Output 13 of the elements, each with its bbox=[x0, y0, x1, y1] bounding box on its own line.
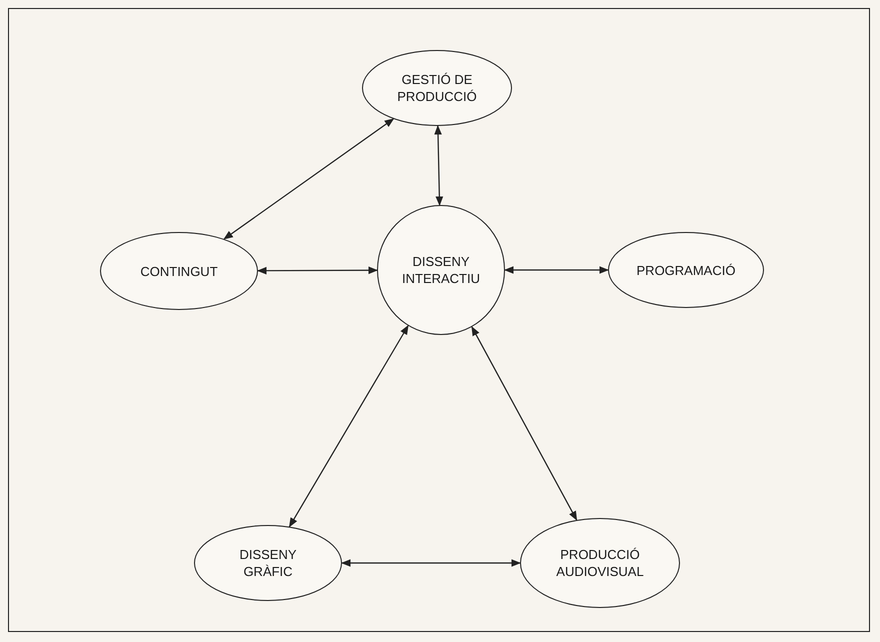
double-arrow bbox=[471, 326, 578, 521]
double-arrow bbox=[257, 266, 378, 274]
double-arrow bbox=[434, 125, 444, 206]
node-label: GESTIÓ DE PRODUCCIÓ bbox=[396, 71, 478, 105]
double-arrow bbox=[223, 118, 394, 240]
node-label: CONTINGUT bbox=[139, 262, 219, 280]
double-arrow bbox=[504, 266, 609, 274]
node-label: PRODUCCIÓ AUDIOVISUAL bbox=[555, 546, 645, 580]
node-label: DISSENY INTERACTIU bbox=[401, 253, 481, 287]
node-label: DISSENY GRÀFIC bbox=[238, 546, 298, 580]
node-label: PROGRAMACIÓ bbox=[636, 262, 736, 278]
double-arrow bbox=[341, 559, 521, 567]
double-arrow bbox=[288, 324, 409, 528]
